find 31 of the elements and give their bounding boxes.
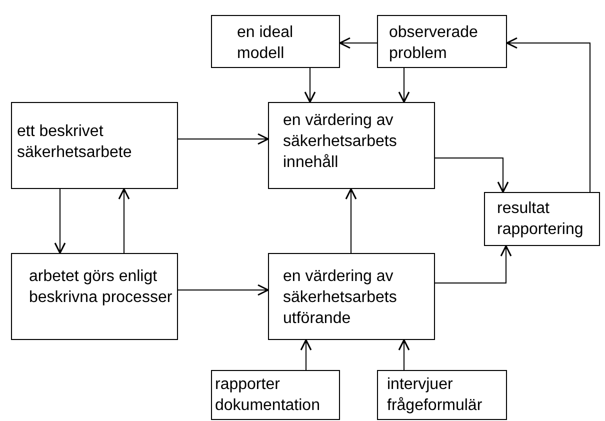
- arrow: [118, 188, 130, 254]
- box-text: arbetet görs enligt beskrivna processer: [29, 267, 174, 308]
- arrow: [345, 188, 357, 254]
- arrow: [178, 133, 269, 145]
- arrow: [434, 158, 509, 193]
- process-box: [11, 253, 178, 340]
- arrow: [178, 284, 269, 296]
- process-box: [377, 370, 507, 420]
- process-box: [211, 370, 340, 420]
- box-text: en värdering av säkerhetsarbets utförande: [283, 267, 398, 329]
- box-text: intervjuer frågeformulär: [387, 375, 484, 416]
- box-text: rapporter dokumentation: [215, 375, 321, 416]
- arrow: [398, 68, 410, 103]
- box-text: en värdering av säkerhetsarbets innehåll: [283, 111, 398, 173]
- arrow: [300, 339, 312, 370]
- box-text: ett beskrivet säkerhetsarbete: [17, 122, 133, 163]
- process-box: [268, 102, 435, 189]
- process-box: [484, 192, 600, 246]
- arrow: [54, 188, 66, 254]
- process-box: [268, 253, 435, 340]
- process-box: [211, 15, 340, 68]
- process-box: [377, 15, 507, 68]
- box-text: observerade problem: [389, 23, 479, 64]
- arrow: [434, 245, 512, 284]
- box-text: resultat rapportering: [497, 199, 584, 240]
- arrow: [339, 37, 378, 49]
- arrow: [398, 339, 410, 370]
- arrow: [506, 37, 590, 192]
- arrow: [304, 68, 316, 103]
- box-text: en ideal modell: [237, 23, 294, 64]
- process-box: [11, 102, 178, 189]
